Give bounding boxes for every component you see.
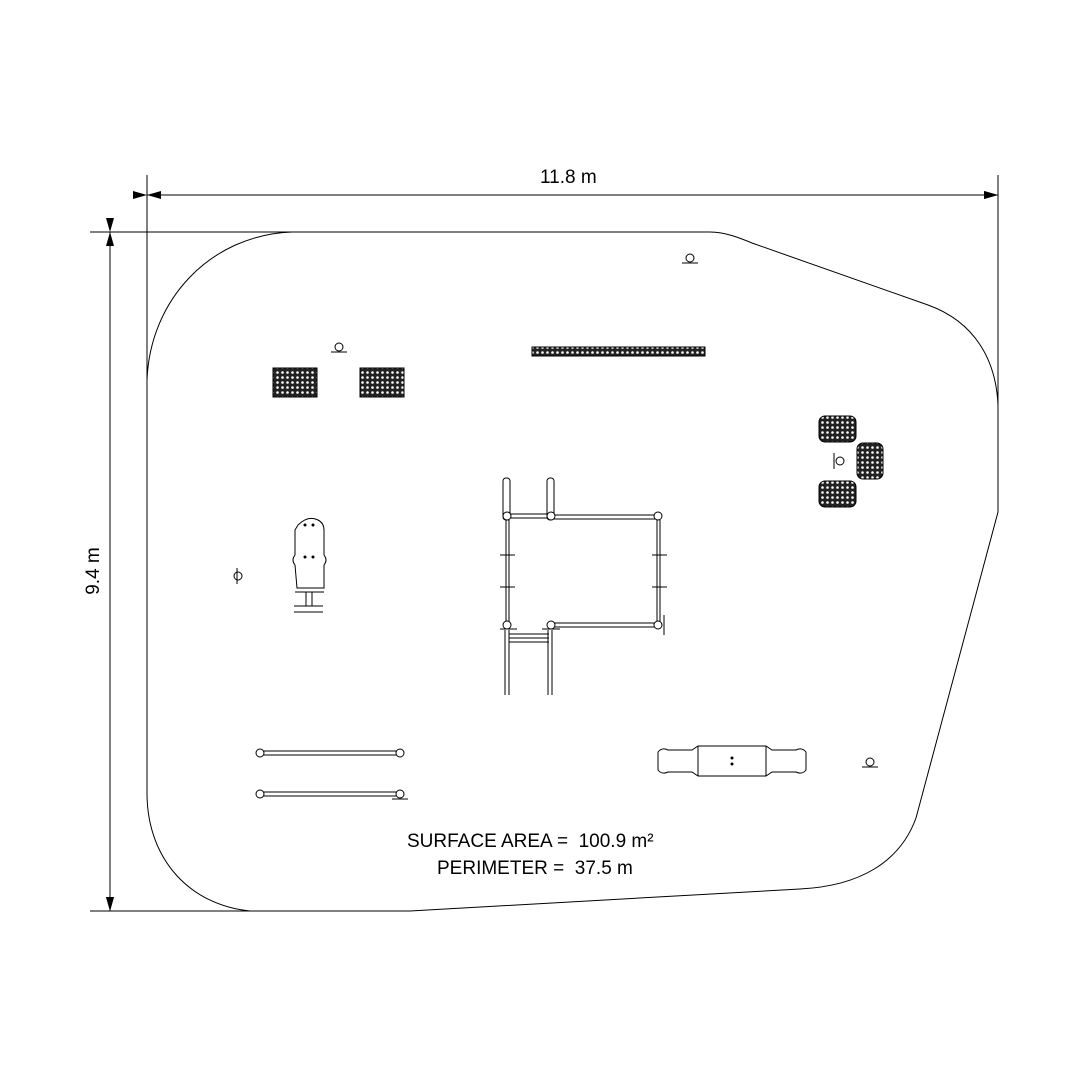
surface-area-label: SURFACE AREA = 100.9 m² (407, 831, 654, 852)
width-dimension (133, 175, 999, 405)
stepping-pad (272, 367, 318, 398)
climbing-frame (500, 477, 667, 695)
perimeter-label: PERIMETER = 37.5 m (437, 858, 633, 879)
post-marker (682, 253, 698, 264)
stepping-pad (359, 367, 405, 398)
stepping-pad (856, 442, 884, 480)
post-marker (233, 568, 243, 584)
post-marker (331, 342, 347, 353)
seesaw (657, 745, 807, 777)
spring-rider (292, 517, 327, 613)
width-label: 11.8 m (540, 167, 597, 188)
horizontal-bar (255, 789, 408, 800)
stepping-pad (818, 480, 857, 508)
horizontal-bar (255, 748, 405, 758)
area-boundary (146, 231, 999, 912)
stepping-pad (818, 415, 857, 443)
post-marker (833, 453, 845, 469)
height-label: 9.4 m (82, 547, 104, 595)
height-dimension (90, 218, 292, 912)
balance-beam (531, 346, 706, 357)
post-marker (862, 757, 878, 768)
